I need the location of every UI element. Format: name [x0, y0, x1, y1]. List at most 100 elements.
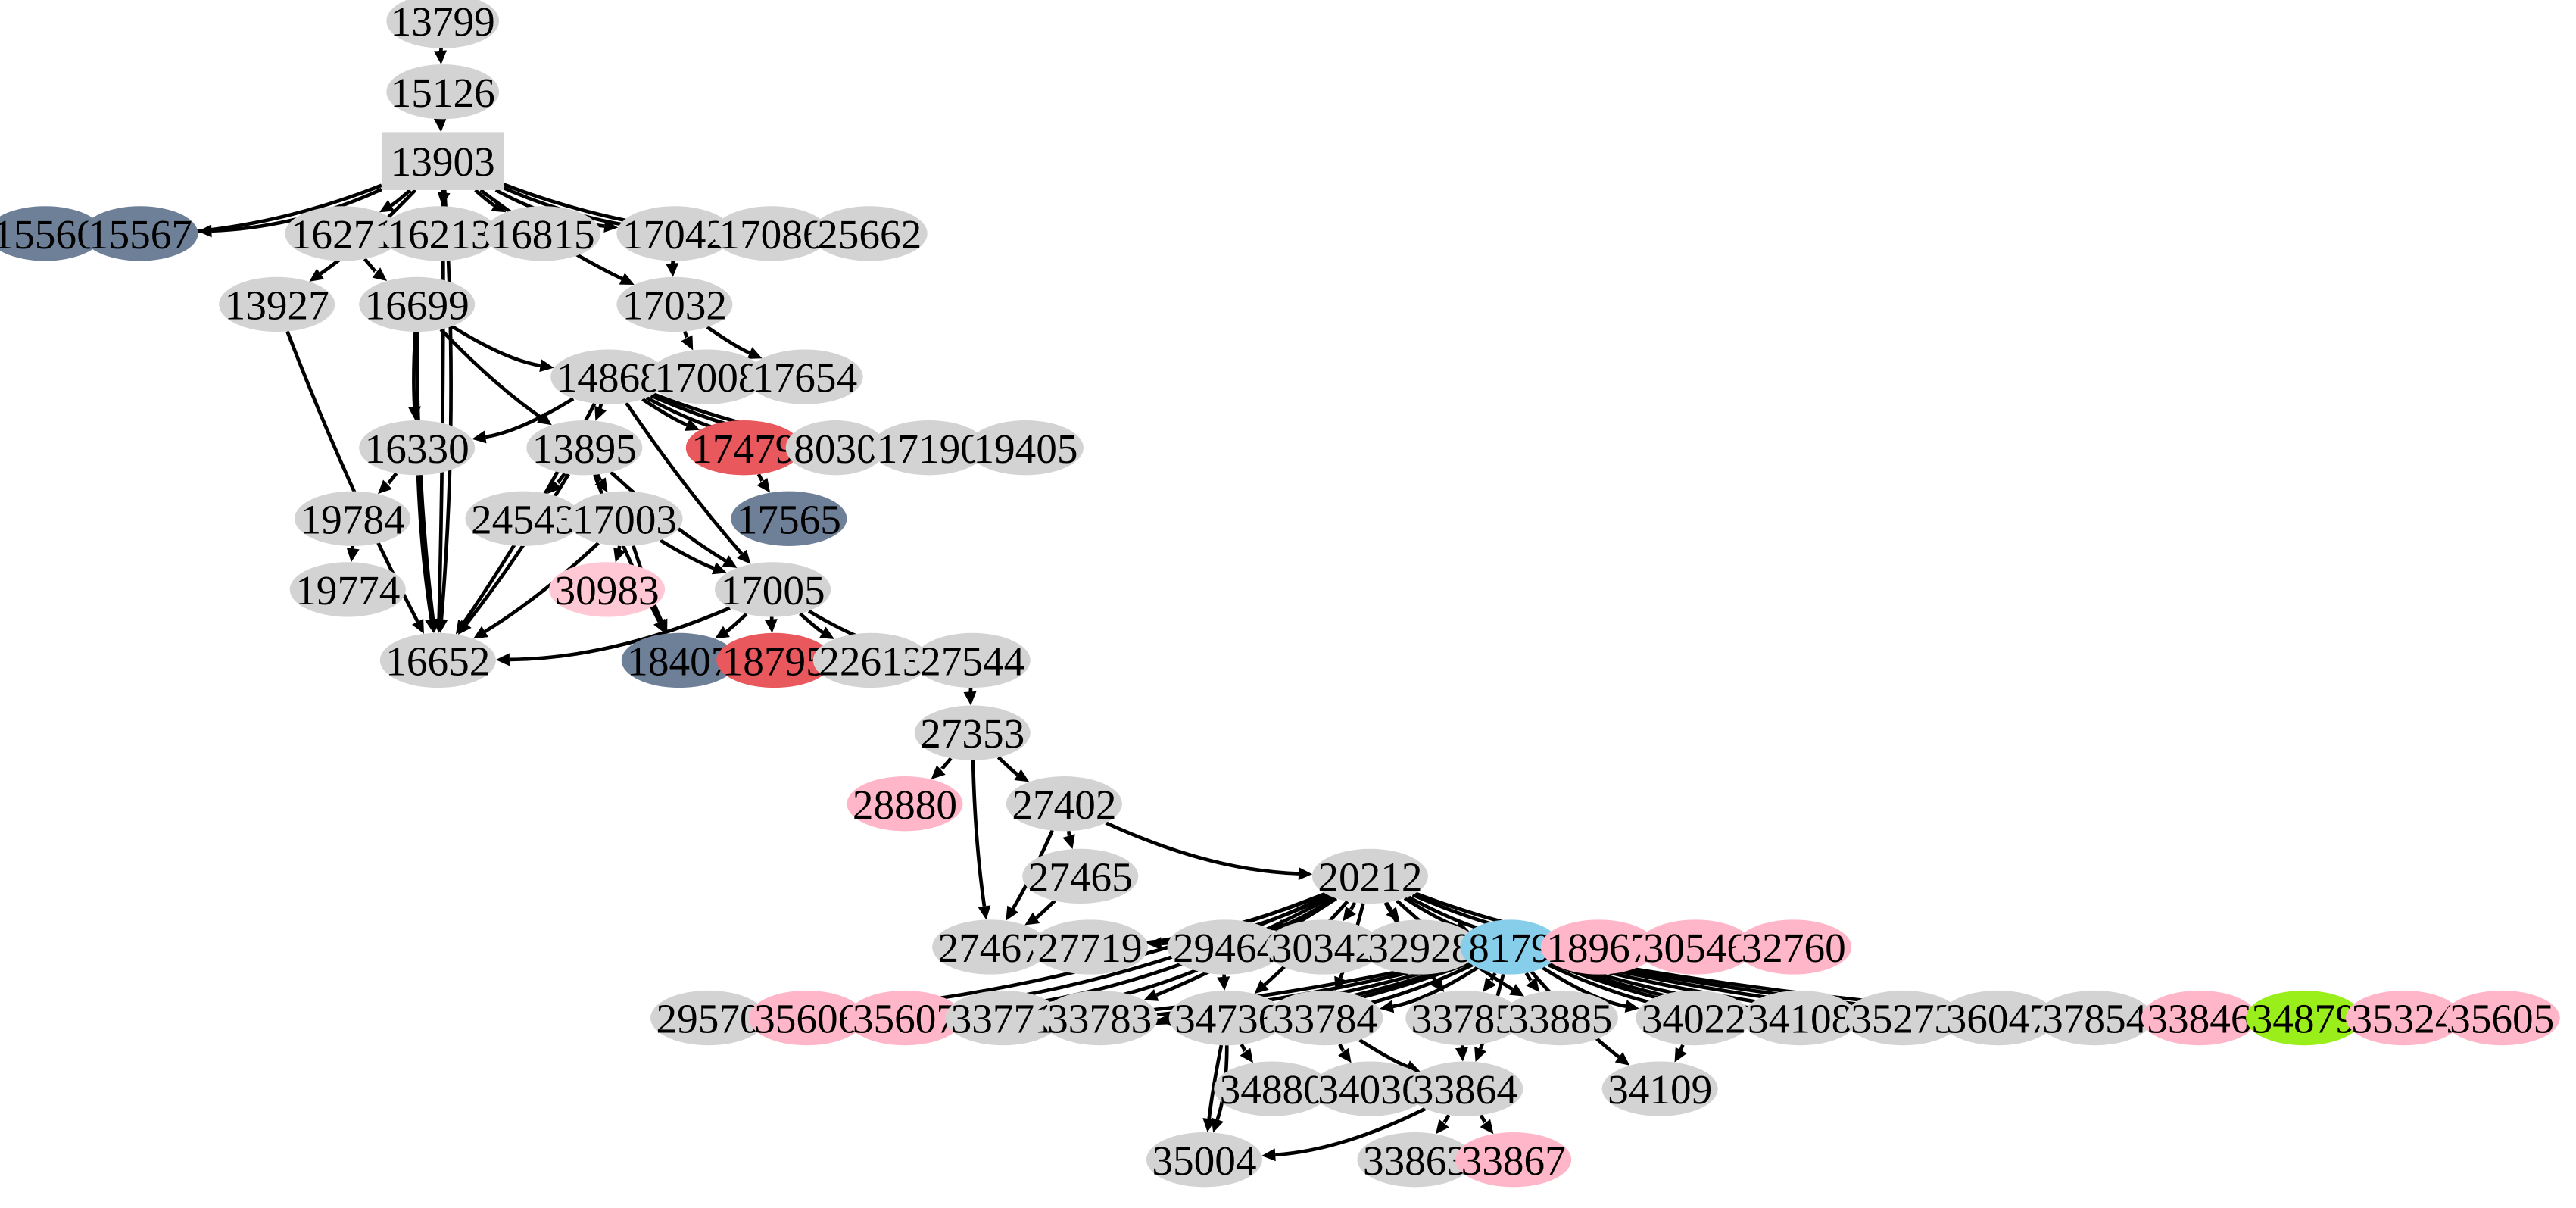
node-shape-22613[interactable]	[812, 632, 929, 688]
node-shape-34880[interactable]	[1214, 1061, 1330, 1116]
node-shape-35605[interactable]	[2443, 990, 2560, 1046]
graph-node-19774[interactable]: 19774	[289, 562, 406, 617]
node-shape-16652[interactable]	[379, 632, 496, 688]
node-shape-34109[interactable]	[1601, 1061, 1718, 1116]
graph-node-22613[interactable]: 22613	[812, 632, 929, 688]
graph-node-17565[interactable]: 17565	[731, 491, 847, 546]
node-shape-27719[interactable]	[1031, 919, 1149, 975]
node-shape-8030[interactable]	[785, 420, 886, 476]
node-shape-36047[interactable]	[1940, 990, 2057, 1046]
graph-node-34022[interactable]: 34022	[1636, 990, 1752, 1046]
node-shape-17003[interactable]	[566, 491, 683, 546]
node-shape-16330[interactable]	[359, 420, 476, 476]
node-shape-27353[interactable]	[914, 705, 1031, 760]
graph-node-19784[interactable]: 19784	[295, 491, 411, 546]
graph-node-27467[interactable]: 27467	[932, 919, 1049, 975]
graph-node-27719[interactable]: 27719	[1031, 919, 1149, 975]
graph-node-20212[interactable]: 20212	[1311, 848, 1428, 904]
node-shape-35324[interactable]	[2345, 990, 2462, 1046]
graph-node-27353[interactable]: 27353	[914, 705, 1031, 760]
node-shape-14868[interactable]	[550, 349, 667, 404]
graph-node-24543[interactable]: 24543	[465, 491, 582, 546]
graph-node-28880[interactable]: 28880	[847, 776, 963, 832]
graph-node-13799[interactable]: 13799	[386, 0, 500, 48]
graph-node-15126[interactable]: 15126	[386, 64, 500, 120]
node-shape-33784[interactable]	[1267, 990, 1383, 1046]
node-shape-17008[interactable]	[648, 349, 765, 404]
node-shape-19405[interactable]	[967, 420, 1084, 476]
graph-node-33864[interactable]: 33864	[1407, 1061, 1523, 1116]
graph-node-27402[interactable]: 27402	[1006, 776, 1122, 832]
graph-node-16815[interactable]: 16815	[485, 206, 601, 261]
node-shape-18795[interactable]	[716, 632, 833, 688]
node-shape-16271[interactable]	[285, 206, 401, 261]
node-shape-17032[interactable]	[616, 276, 733, 332]
graph-node-33885[interactable]: 33885	[1502, 990, 1618, 1046]
node-shape-35004[interactable]	[1146, 1132, 1262, 1188]
node-shape-37854[interactable]	[2036, 990, 2153, 1046]
node-shape-30342[interactable]	[1265, 919, 1382, 975]
node-shape-13799[interactable]	[386, 0, 500, 48]
node-shape-33846[interactable]	[2141, 990, 2258, 1046]
node-shape-16815[interactable]	[485, 206, 601, 261]
graph-node-33846[interactable]: 33846	[2141, 990, 2258, 1046]
node-shape-34108[interactable]	[1742, 990, 1858, 1046]
node-shape-30983[interactable]	[549, 562, 666, 617]
node-shape-34022[interactable]	[1636, 990, 1752, 1046]
node-shape-8179[interactable]	[1460, 919, 1561, 975]
node-shape-17190[interactable]	[871, 420, 987, 476]
node-shape-17005[interactable]	[715, 562, 831, 617]
graph-node-17003[interactable]: 17003	[566, 491, 683, 546]
node-shape-18407[interactable]	[621, 632, 738, 688]
node-shape-17479[interactable]	[685, 420, 802, 476]
graph-node-30983[interactable]: 30983	[549, 562, 666, 617]
graph-node-16330[interactable]: 16330	[359, 420, 476, 476]
node-shape-13927[interactable]	[219, 276, 335, 332]
node-shape-33867[interactable]	[1455, 1132, 1572, 1188]
node-shape-33885[interactable]	[1502, 990, 1618, 1046]
node-shape-33863[interactable]	[1357, 1132, 1474, 1188]
graph-node-13903[interactable]: 13903	[381, 132, 504, 190]
node-shape-29570[interactable]	[650, 990, 767, 1046]
node-shape-28880[interactable]	[847, 776, 963, 832]
node-shape-16699[interactable]	[359, 276, 476, 332]
node-shape-32928[interactable]	[1361, 919, 1478, 975]
graph-node-35605[interactable]: 35605	[2443, 990, 2560, 1046]
graph-node-37854[interactable]: 37854	[2036, 990, 2153, 1046]
node-shape-35607[interactable]	[847, 990, 963, 1046]
node-shape-17565[interactable]	[731, 491, 847, 546]
node-shape-25662[interactable]	[811, 206, 928, 261]
graph-node-33783[interactable]: 33783	[1041, 990, 1158, 1046]
graph-node-27465[interactable]: 27465	[1022, 848, 1139, 904]
node-shape-15567[interactable]	[82, 206, 198, 261]
node-shape-33771[interactable]	[945, 990, 1062, 1046]
graph-node-13927[interactable]: 13927	[219, 276, 335, 332]
node-shape-13895[interactable]	[526, 420, 643, 476]
graph-node-17005[interactable]: 17005	[715, 562, 831, 617]
node-shape-17086[interactable]	[713, 206, 830, 261]
node-shape-16213[interactable]	[381, 206, 498, 261]
graph-node-25662[interactable]: 25662	[811, 206, 928, 261]
graph-node-34879[interactable]: 34879	[2246, 990, 2362, 1046]
graph-node-17032[interactable]: 17032	[616, 276, 733, 332]
node-shape-13903[interactable]	[381, 132, 504, 190]
node-shape-33785[interactable]	[1405, 990, 1522, 1046]
node-shape-29464[interactable]	[1167, 919, 1283, 975]
node-shape-27465[interactable]	[1022, 848, 1139, 904]
node-shape-27467[interactable]	[932, 919, 1049, 975]
node-shape-18967[interactable]	[1540, 919, 1657, 975]
graph-node-17479[interactable]: 17479	[685, 420, 802, 476]
graph-node-15567[interactable]: 15567	[82, 206, 198, 261]
node-shape-34879[interactable]	[2246, 990, 2362, 1046]
graph-node-32760[interactable]: 32760	[1736, 919, 1852, 975]
node-shape-15566[interactable]	[0, 206, 104, 261]
graph-node-13895[interactable]: 13895	[526, 420, 643, 476]
node-shape-20212[interactable]	[1311, 848, 1428, 904]
graph-node-34109[interactable]: 34109	[1601, 1061, 1718, 1116]
node-shape-15126[interactable]	[386, 64, 500, 120]
node-shape-35273[interactable]	[1845, 990, 1961, 1046]
node-shape-17654[interactable]	[747, 349, 863, 404]
node-shape-27402[interactable]	[1006, 776, 1122, 832]
node-shape-34736[interactable]	[1168, 990, 1285, 1046]
